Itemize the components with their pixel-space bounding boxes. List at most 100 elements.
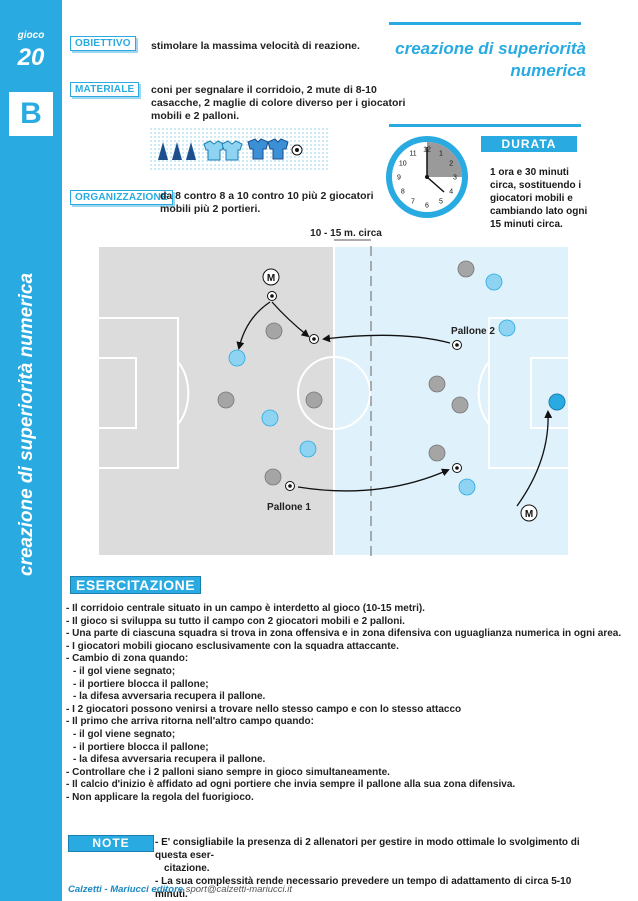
durata-line4: cambiando lato ogni bbox=[490, 206, 588, 217]
page-title: creazione di superiorità numerica bbox=[346, 38, 586, 82]
ball-icon bbox=[452, 340, 462, 350]
clock-number: 11 bbox=[409, 150, 416, 157]
note-text: - E' consigliabile la presenza di 2 alle… bbox=[155, 836, 595, 901]
materiale-line1: coni per segnalare il corridoio, 2 mute … bbox=[151, 84, 377, 96]
clock-number: 10 bbox=[399, 161, 407, 168]
ball-icon bbox=[309, 334, 319, 344]
footer: Calzetti - Mariucci editore sport@calzet… bbox=[68, 884, 292, 895]
organizzazione-text: da 8 contro 8 a 10 contro 10 più 2 gioca… bbox=[160, 190, 374, 216]
list-item: - Controllare che i 2 palloni siano semp… bbox=[66, 766, 390, 778]
ball1-label: Pallone 1 bbox=[267, 502, 311, 513]
clock-number: 2 bbox=[449, 161, 453, 168]
pass-arrow bbox=[516, 410, 553, 507]
player-blue bbox=[299, 440, 317, 458]
durata-line2: circa, sostituendo i bbox=[490, 180, 582, 191]
obiettivo-tag: OBIETTIVO bbox=[70, 36, 136, 51]
balls bbox=[267, 291, 462, 491]
list-item: - la difesa avversaria recupera il pallo… bbox=[73, 754, 266, 766]
ball-icon bbox=[291, 144, 303, 156]
materiale-line2: casacche, 2 maglie di colore diverso per… bbox=[151, 97, 406, 109]
durata-line1: 1 ora e 30 minuti bbox=[490, 167, 569, 178]
list-item: - il portiere blocca il pallone; bbox=[73, 741, 209, 753]
player-grey bbox=[451, 396, 469, 414]
gioco-number: 20 bbox=[17, 44, 45, 71]
clock-number: 3 bbox=[453, 175, 457, 182]
cones-icon bbox=[158, 142, 196, 160]
list-item: - Cambio di zona quando: bbox=[66, 653, 189, 665]
player-blue bbox=[498, 319, 516, 337]
pass-arrow bbox=[297, 468, 450, 492]
clock-number: 5 bbox=[439, 199, 443, 206]
player-grey bbox=[305, 391, 323, 409]
penalty-arc-right bbox=[477, 361, 490, 425]
ball-icon bbox=[452, 463, 462, 473]
corridor-label: 10 - 15 m. circa bbox=[310, 228, 382, 239]
esercitazione-tag: ESERCITAZIONE bbox=[70, 576, 202, 594]
clock-icon: 121234567891011 bbox=[386, 136, 468, 218]
pass-arrow bbox=[322, 334, 451, 344]
ball-icon bbox=[267, 291, 277, 301]
note-line3: - La sua complessità rende necessario pr… bbox=[155, 876, 572, 900]
field-left-half bbox=[98, 246, 334, 556]
sidebar: gioco 20 B creazione di superiorità nume… bbox=[0, 0, 62, 901]
esercitazione-list: - Il corridoio centrale situato in un ca… bbox=[66, 603, 626, 805]
clock-number: 8 bbox=[401, 189, 405, 196]
pass-arrow bbox=[236, 301, 271, 350]
list-item: - Il corridoio centrale situato in un ca… bbox=[66, 603, 425, 614]
clock-number: 1 bbox=[439, 150, 443, 157]
durata-line5: 15 minuti circa. bbox=[490, 219, 563, 230]
player-grey bbox=[428, 375, 446, 393]
player-blue bbox=[485, 273, 503, 291]
team-blue bbox=[228, 273, 516, 496]
player-blue bbox=[228, 349, 246, 367]
list-item: - Il calcio d'inizio è affidato ad ogni … bbox=[66, 779, 516, 791]
materiale-text: coni per segnalare il corridoio, 2 mute … bbox=[151, 84, 405, 123]
player-blue bbox=[458, 478, 476, 496]
page-title-line2: numerica bbox=[510, 61, 586, 80]
player-blue bbox=[261, 409, 279, 427]
organizzazione-line2: mobili più 2 portieri. bbox=[160, 203, 261, 215]
player-grey bbox=[264, 468, 282, 486]
durata-line3: giocatori mobili e bbox=[490, 193, 573, 204]
list-item: - Il primo che arriva ritorna nell'altro… bbox=[66, 716, 314, 728]
note-line2: citazione. bbox=[164, 863, 210, 874]
footer-email[interactable]: sport@calzetti-mariucci.it bbox=[185, 884, 292, 895]
list-item: - il portiere blocca il pallone; bbox=[73, 678, 209, 690]
list-item: - Il gioco si sviluppa su tutto il campo… bbox=[66, 615, 405, 627]
materials-illustration bbox=[158, 138, 303, 161]
mobile-player-bottom: M bbox=[520, 504, 538, 522]
clock-number: 7 bbox=[411, 199, 415, 206]
player-grey bbox=[217, 391, 235, 409]
clock-number: 9 bbox=[397, 175, 401, 182]
durata-text: 1 ora e 30 minuti circa, sostituendo i g… bbox=[490, 166, 590, 231]
ball2-label: Pallone 2 bbox=[451, 326, 495, 337]
organizzazione-line1: da 8 contro 8 a 10 contro 10 più 2 gioca… bbox=[160, 190, 374, 202]
player-grey bbox=[457, 260, 475, 278]
note-tag: NOTE bbox=[68, 835, 154, 852]
note-line1: - E' consigliabile la presenza di 2 alle… bbox=[155, 837, 580, 861]
goalkeeper-right bbox=[548, 393, 566, 411]
page-title-line1: creazione di superiorità bbox=[395, 39, 586, 58]
ball-icon bbox=[285, 481, 295, 491]
clock-number: 4 bbox=[449, 189, 453, 196]
durata-tag: DURATA bbox=[481, 136, 577, 152]
title-rule-top bbox=[389, 22, 581, 25]
obiettivo-text: stimolare la massima velocità di reazion… bbox=[151, 40, 360, 52]
bibs-icon bbox=[203, 140, 243, 161]
pass-arrow bbox=[271, 301, 310, 338]
list-item: - la difesa avversaria recupera il pallo… bbox=[73, 691, 266, 703]
list-item: - I 2 giocatori possono venirsi a trovar… bbox=[66, 703, 462, 715]
section-letter: B bbox=[9, 92, 53, 136]
mobile-marker-bottom: M bbox=[525, 509, 533, 520]
field-right-half bbox=[334, 246, 569, 556]
organizzazione-tag: ORGANIZZAZIONE bbox=[70, 190, 173, 205]
materiale-line3: mobili e 2 palloni. bbox=[151, 110, 240, 122]
team-grey bbox=[217, 260, 475, 486]
mobile-marker-top: M bbox=[267, 273, 275, 284]
list-item: - il gol viene segnato; bbox=[73, 665, 176, 677]
goal-area-left bbox=[97, 357, 137, 429]
player-grey bbox=[265, 322, 283, 340]
list-item: - I giocatori mobili giocano esclusivame… bbox=[66, 640, 399, 652]
mobile-player-top: M bbox=[262, 268, 280, 286]
